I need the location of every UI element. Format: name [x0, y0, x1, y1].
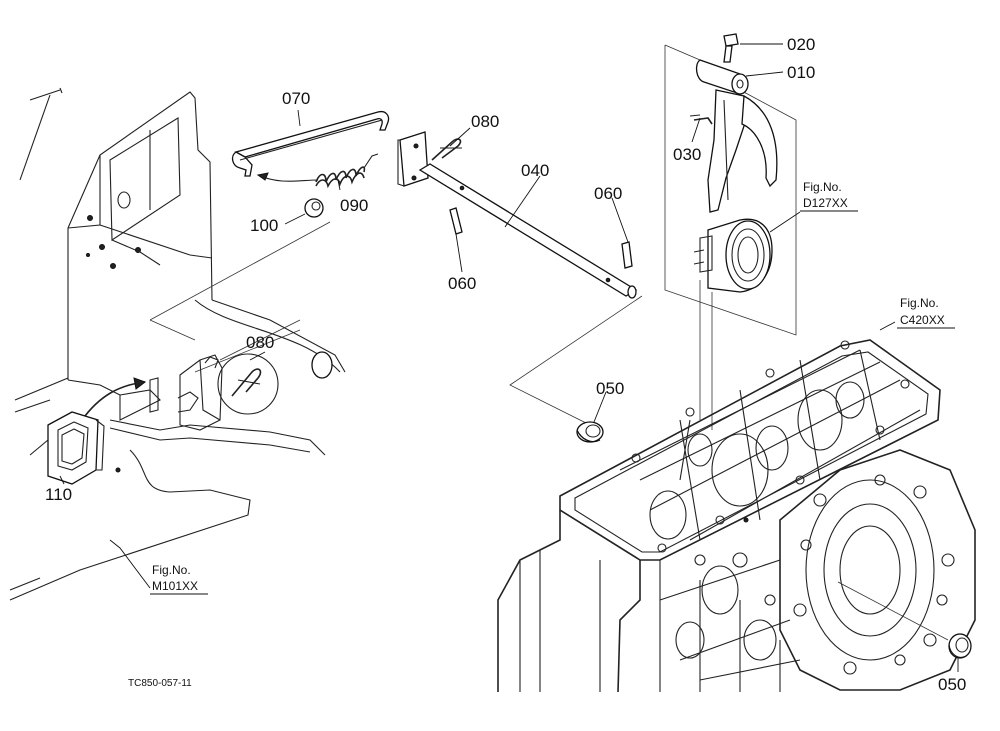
label-part-040: 040	[521, 161, 549, 180]
bushing-part-100	[304, 198, 324, 218]
figure-ref-d127: Fig.No. D127XX	[800, 180, 858, 212]
pin-part-060-right	[621, 241, 633, 269]
seal-part-050-upper	[576, 421, 604, 443]
figure-ref-c420: Fig.No. C420XX	[897, 296, 955, 329]
label-part-080-lower: 080	[246, 333, 274, 352]
label-part-020: 020	[787, 35, 815, 54]
label-part-050-upper: 050	[596, 379, 624, 398]
part-labels: 020 010 030 040 060 060 070 080 080 090 …	[45, 35, 966, 694]
label-part-100: 100	[250, 216, 278, 235]
shaft-part-040	[397, 131, 638, 299]
bearing	[693, 218, 773, 293]
label-part-080-upper: 080	[471, 112, 499, 131]
label-part-060-left: 060	[448, 274, 476, 293]
pin-part-060-left	[449, 207, 463, 235]
pin-part-020	[723, 33, 739, 63]
figure-ref-number: D127XX	[803, 196, 848, 210]
fork-assembly-box	[664, 44, 797, 336]
spring-pin-part-030	[689, 114, 713, 125]
figure-ref-label: Fig.No.	[152, 563, 191, 577]
label-part-110: 110	[45, 485, 72, 504]
grommet-part-110	[47, 411, 105, 485]
label-part-010: 010	[787, 63, 815, 82]
spring-part-090	[256, 153, 379, 189]
transmission-case	[497, 339, 976, 693]
circle-detail-lower	[217, 353, 279, 415]
drawing-code: TC850-057-11	[128, 678, 192, 689]
assembly-arrow	[81, 377, 147, 421]
seal-part-050-lower	[948, 633, 972, 659]
fork-part-010	[695, 59, 778, 213]
figure-ref-number: M101XX	[152, 579, 198, 593]
spring-clip-part-080-upper	[431, 138, 462, 161]
projection-line-shaft	[509, 295, 643, 426]
label-part-070: 070	[282, 89, 310, 108]
figure-ref-m101: Fig.No. M101XX	[150, 563, 208, 595]
label-part-060-right: 060	[594, 184, 622, 203]
leader-lines	[59, 43, 959, 672]
figure-ref-label: Fig.No.	[900, 296, 939, 310]
housing-bracket-outline	[9, 87, 346, 601]
label-part-050-lower: 050	[938, 675, 966, 694]
figure-ref-number: C420XX	[900, 313, 945, 327]
lever-part-070	[231, 110, 390, 177]
figure-ref-label: Fig.No.	[803, 180, 842, 194]
label-part-090: 090	[340, 196, 368, 215]
label-part-030: 030	[673, 145, 701, 164]
